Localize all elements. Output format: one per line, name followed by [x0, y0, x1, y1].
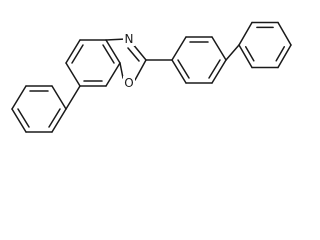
double-bond-inner: [17, 108, 30, 128]
biaryl-bond-left: [65, 85, 81, 110]
bond: [211, 59, 227, 84]
left-phenyl-ring: [11, 85, 67, 133]
double-bond-inner: [102, 44, 115, 64]
oxazole-ring: [105, 38, 147, 81]
bond: [119, 62, 124, 79]
bond: [105, 38, 127, 41]
bond: [51, 108, 67, 133]
bond: [105, 62, 121, 87]
oxygen-label: O: [124, 76, 133, 90]
nitrogen-label: N: [125, 32, 134, 46]
benzoxazole-structure-diagram: N O: [11, 21, 292, 133]
biaryl-bond-right: [225, 44, 240, 61]
bond: [65, 62, 81, 87]
bond: [171, 36, 187, 61]
bond: [277, 44, 292, 69]
bond: [105, 39, 121, 64]
bond: [238, 44, 253, 69]
double-bond-inner: [208, 59, 221, 79]
double-bond-inner: [244, 46, 255, 62]
bond: [65, 39, 81, 64]
double-bond-inner: [177, 59, 190, 79]
middle-phenyl-ring: [171, 36, 227, 84]
bond: [277, 21, 292, 46]
bond: [11, 85, 27, 110]
double-bond-inner: [127, 47, 140, 62]
bond: [171, 59, 187, 84]
oxygen-atom: O: [123, 76, 135, 90]
bond: [11, 108, 27, 133]
double-bond-inner: [48, 108, 61, 128]
bond: [211, 36, 227, 61]
nitrogen-atom: N: [123, 32, 135, 46]
double-bond-inner: [275, 46, 286, 62]
bond: [51, 85, 67, 110]
bond: [134, 59, 147, 81]
right-phenyl-ring: [238, 21, 292, 69]
benzo-ring: [65, 39, 121, 87]
bond: [238, 21, 253, 46]
double-bond-inner: [71, 44, 84, 64]
